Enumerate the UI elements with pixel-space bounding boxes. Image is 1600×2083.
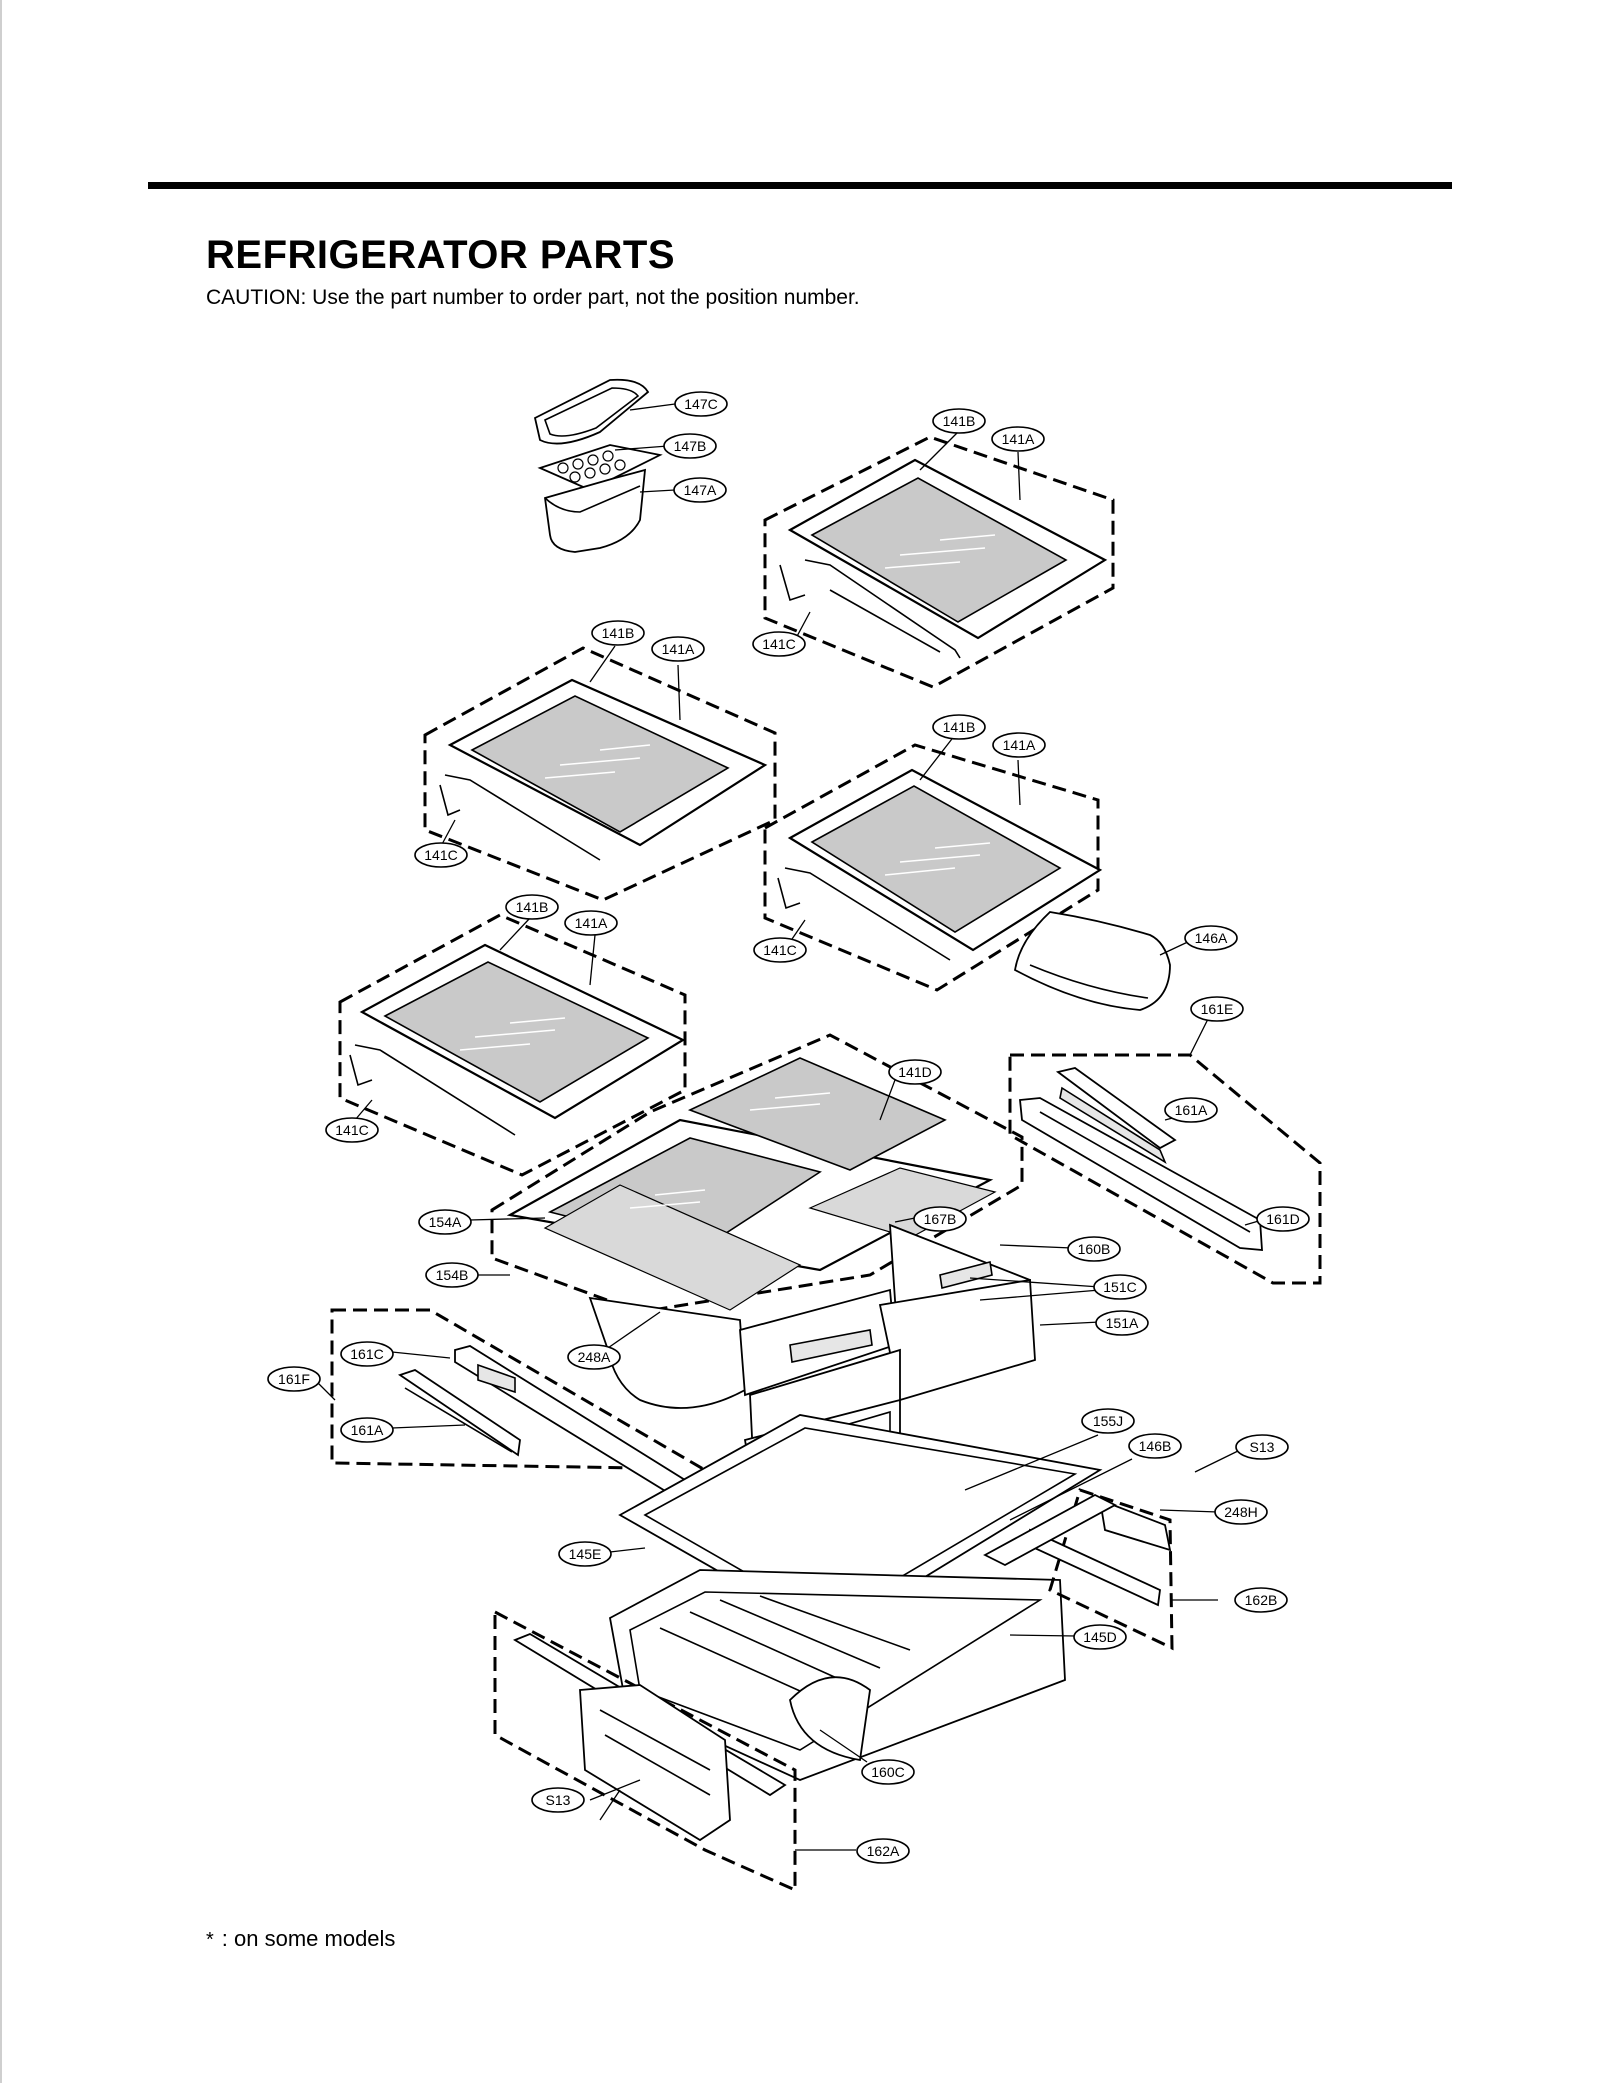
svg-text:141B: 141B [602,625,635,641]
callout-146A: 146A [1184,925,1238,951]
callout-S13-right: S13 [1235,1434,1289,1460]
svg-text:141A: 141A [1002,431,1035,447]
callout-154B: 154B [425,1262,479,1288]
callout-141B-2: 141B [591,620,645,646]
svg-text:145D: 145D [1083,1629,1116,1645]
callout-154A: 154A [418,1209,472,1235]
svg-text:160C: 160C [871,1764,904,1780]
callout-141A-4: 141A [564,910,618,936]
svg-text:154A: 154A [429,1214,462,1230]
callout-141C-1: 141C [752,631,806,657]
svg-text:154B: 154B [436,1267,469,1283]
callout-141B-1: 141B [932,408,986,434]
svg-text:160B: 160B [1078,1241,1111,1257]
callout-147A: 147A [673,477,727,503]
svg-text:248A: 248A [578,1349,611,1365]
callout-147C: 147C [674,391,728,417]
callout-248H: 248H [1214,1499,1268,1525]
callout-141D: 141D [888,1059,942,1085]
footnote-text: : on some models [221,1926,396,1951]
egg-tray-assembly [533,378,676,553]
callout-141C-4: 141C [325,1117,379,1143]
callout-160C: 160C [861,1759,915,1785]
svg-text:141C: 141C [424,847,457,863]
callout-161A-left: 161A [340,1417,394,1443]
svg-text:161E: 161E [1201,1001,1234,1017]
svg-text:141C: 141C [763,942,796,958]
callout-146B: 146B [1128,1433,1182,1459]
callout-167B: 167B [913,1206,967,1232]
svg-text:147B: 147B [674,438,707,454]
caution-note: CAUTION: Use the part number to order pa… [206,286,860,309]
shelf-assembly-2 [423,645,777,902]
svg-text:161A: 161A [351,1422,384,1438]
page-title: REFRIGERATOR PARTS [206,233,676,277]
svg-text:146A: 146A [1195,930,1228,946]
callout-160B: 160B [1067,1236,1121,1262]
svg-text:151C: 151C [1103,1279,1136,1295]
svg-text:162A: 162A [867,1843,900,1859]
svg-text:161A: 161A [1175,1102,1208,1118]
callout-145D: 145D [1073,1624,1127,1650]
svg-text:141A: 141A [575,915,608,931]
svg-text:141B: 141B [516,899,549,915]
vegetable-pan-assembly [608,1414,1133,1781]
svg-text:141B: 141B [943,719,976,735]
svg-text:147C: 147C [684,396,717,412]
rail-assembly-162B [983,1449,1241,1651]
header-rule [148,182,1452,189]
svg-text:167B: 167B [924,1211,957,1227]
footnote: * : on some models [206,1926,395,1952]
svg-text:S13: S13 [546,1792,571,1808]
callout-147B: 147B [663,433,717,459]
rail-assembly-162A [493,1609,856,1893]
callout-141C-3: 141C [753,937,807,963]
svg-text:147A: 147A [684,482,717,498]
callout-248A: 248A [567,1344,621,1370]
shelf-assembly-1 [763,431,1115,689]
svg-text:161F: 161F [278,1371,310,1387]
svg-text:161C: 161C [350,1346,383,1362]
callout-141A-2: 141A [651,636,705,662]
svg-text:141B: 141B [943,413,976,429]
svg-text:155J: 155J [1093,1413,1123,1429]
svg-text:141C: 141C [335,1122,368,1138]
callout-161F: 161F [267,1366,321,1392]
svg-text:161D: 161D [1266,1211,1299,1227]
svg-text:S13: S13 [1250,1439,1275,1455]
callout-151C: 151C [1093,1274,1147,1300]
callout-161A-right: 161A [1164,1097,1218,1123]
callout-151A: 151A [1095,1310,1149,1336]
callout-155J: 155J [1081,1408,1135,1434]
callout-141B-3: 141B [932,714,986,740]
svg-text:141A: 141A [1003,737,1036,753]
asterisk-icon: * [206,1929,214,1951]
callout-145E: 145E [558,1541,612,1567]
callout-141B-4: 141B [505,894,559,920]
svg-text:248H: 248H [1224,1504,1257,1520]
svg-text:151A: 151A [1106,1315,1139,1331]
page-edge [0,0,2,2083]
svg-text:146B: 146B [1139,1438,1172,1454]
callout-161C: 161C [340,1341,394,1367]
shelf-assembly-4 [338,913,687,1177]
callout-141C-2: 141C [414,842,468,868]
svg-text:141A: 141A [662,641,695,657]
callout-161D: 161D [1256,1206,1310,1232]
rail-assembly-161E [1008,1014,1322,1285]
svg-text:141D: 141D [898,1064,931,1080]
svg-text:162B: 162B [1245,1592,1278,1608]
shelf-assembly-3 [763,734,1193,1011]
callout-162A: 162A [856,1838,910,1864]
svg-text:145E: 145E [569,1546,602,1562]
svg-text:141C: 141C [762,636,795,652]
callout-141A-1: 141A [991,426,1045,452]
callout-161E: 161E [1190,996,1244,1022]
callout-S13-left: S13 [531,1787,585,1813]
callout-162B: 162B [1234,1587,1288,1613]
callout-141A-3: 141A [992,732,1046,758]
